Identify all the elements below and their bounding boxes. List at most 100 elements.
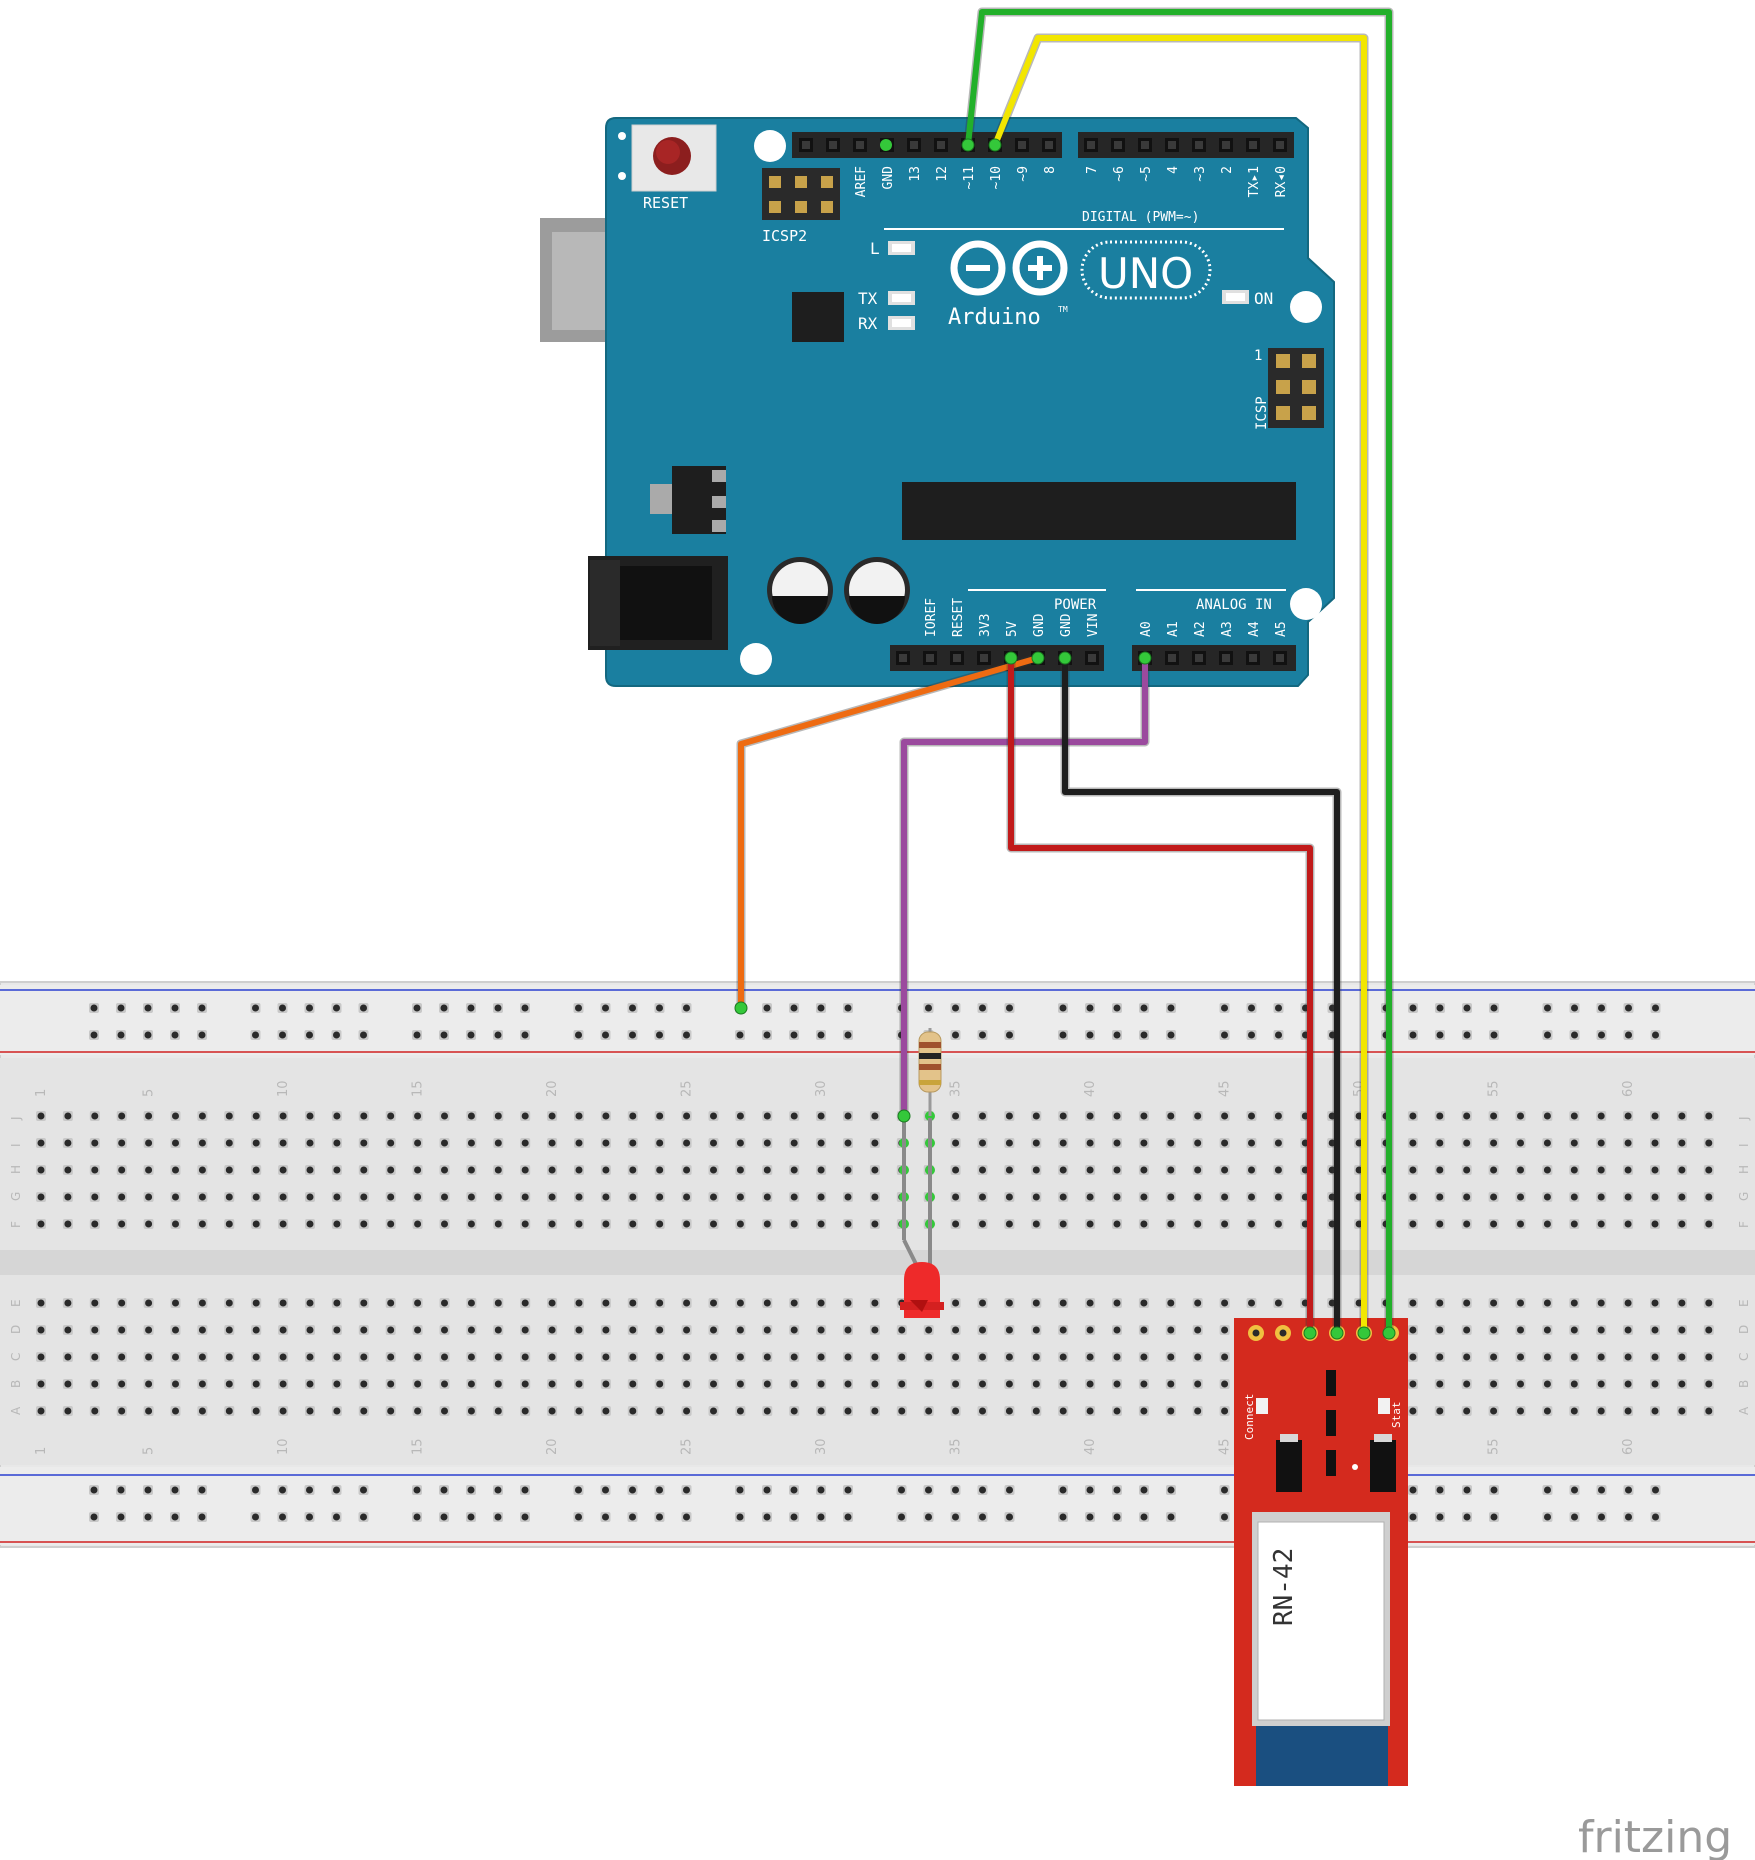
- power-rail-hole[interactable]: [735, 1030, 745, 1040]
- breadboard-hole[interactable]: [1085, 1111, 1096, 1121]
- breadboard-hole[interactable]: [412, 1138, 423, 1148]
- breadboard-hole[interactable]: [654, 1352, 665, 1362]
- breadboard-hole[interactable]: [1058, 1379, 1069, 1389]
- breadboard-hole[interactable]: [735, 1298, 746, 1308]
- breadboard-hole[interactable]: [762, 1298, 773, 1308]
- breadboard-hole[interactable]: [466, 1111, 477, 1121]
- breadboard-hole[interactable]: [62, 1352, 73, 1362]
- breadboard-hole[interactable]: [1138, 1298, 1149, 1308]
- breadboard-hole[interactable]: [1569, 1219, 1580, 1229]
- breadboard-hole[interactable]: [735, 1406, 746, 1416]
- breadboard-hole[interactable]: [574, 1138, 584, 1148]
- breadboard-hole[interactable]: [358, 1298, 369, 1308]
- breadboard-hole[interactable]: [816, 1138, 827, 1148]
- breadboard-hole[interactable]: [1703, 1325, 1714, 1335]
- breadboard-hole[interactable]: [1596, 1352, 1607, 1362]
- breadboard-hole[interactable]: [439, 1165, 450, 1175]
- header-pin[interactable]: [1219, 138, 1233, 152]
- breadboard-hole[interactable]: [143, 1192, 154, 1202]
- breadboard-hole[interactable]: [197, 1165, 208, 1175]
- breadboard-hole[interactable]: [439, 1138, 450, 1148]
- breadboard-hole[interactable]: [977, 1379, 988, 1389]
- power-rail-hole[interactable]: [950, 1485, 961, 1495]
- power-rail-hole[interactable]: [1462, 1030, 1472, 1040]
- breadboard-hole[interactable]: [1219, 1111, 1230, 1121]
- power-rail-hole[interactable]: [520, 1003, 530, 1013]
- breadboard-hole[interactable]: [278, 1352, 289, 1362]
- breadboard-hole[interactable]: [1219, 1219, 1230, 1229]
- breadboard-hole[interactable]: [493, 1352, 504, 1362]
- power-rail-hole[interactable]: [681, 1003, 692, 1013]
- power-rail-hole[interactable]: [358, 1030, 369, 1040]
- breadboard-hole[interactable]: [1192, 1325, 1203, 1335]
- breadboard-hole[interactable]: [1004, 1138, 1015, 1148]
- power-rail-hole[interactable]: [520, 1030, 530, 1040]
- power-rail-hole[interactable]: [89, 1003, 99, 1013]
- breadboard-hole[interactable]: [1461, 1111, 1472, 1121]
- power-rail-hole[interactable]: [1569, 1030, 1580, 1040]
- header-pin[interactable]: [1165, 651, 1179, 665]
- breadboard-hole[interactable]: [654, 1325, 665, 1335]
- breadboard-hole[interactable]: [143, 1325, 154, 1335]
- breadboard-hole[interactable]: [1031, 1298, 1042, 1308]
- breadboard-hole[interactable]: [869, 1219, 880, 1229]
- breadboard-hole[interactable]: [1219, 1298, 1230, 1308]
- breadboard-hole[interactable]: [600, 1165, 611, 1175]
- power-rail-hole[interactable]: [1542, 1030, 1553, 1040]
- breadboard-hole[interactable]: [843, 1379, 853, 1389]
- breadboard-hole[interactable]: [1004, 1352, 1015, 1362]
- breadboard-hole[interactable]: [36, 1325, 46, 1335]
- breadboard-hole[interactable]: [1031, 1111, 1042, 1121]
- breadboard-hole[interactable]: [1058, 1219, 1069, 1229]
- breadboard-hole[interactable]: [1542, 1192, 1553, 1202]
- power-rail-hole[interactable]: [1112, 1030, 1122, 1040]
- power-rail-hole[interactable]: [1462, 1003, 1472, 1013]
- power-rail-hole[interactable]: [1085, 1512, 1095, 1522]
- breadboard-hole[interactable]: [1246, 1219, 1257, 1229]
- breadboard-hole[interactable]: [1058, 1192, 1069, 1202]
- breadboard-hole[interactable]: [1488, 1406, 1499, 1416]
- breadboard-hole[interactable]: [1112, 1165, 1122, 1175]
- breadboard-hole[interactable]: [493, 1192, 504, 1202]
- breadboard-hole[interactable]: [681, 1352, 692, 1362]
- breadboard-hole[interactable]: [1515, 1298, 1526, 1308]
- power-rail-hole[interactable]: [466, 1485, 476, 1495]
- power-rail-hole[interactable]: [197, 1003, 207, 1013]
- power-rail-hole[interactable]: [950, 1512, 961, 1522]
- breadboard-hole[interactable]: [1676, 1379, 1687, 1389]
- breadboard-hole[interactable]: [627, 1219, 638, 1229]
- breadboard-hole[interactable]: [708, 1138, 719, 1148]
- breadboard-hole[interactable]: [1596, 1111, 1607, 1121]
- power-rail-hole[interactable]: [1596, 1003, 1607, 1013]
- power-rail-hole[interactable]: [250, 1512, 261, 1522]
- power-rail-hole[interactable]: [1085, 1003, 1095, 1013]
- breadboard-hole[interactable]: [62, 1298, 73, 1308]
- breadboard-hole[interactable]: [547, 1406, 558, 1416]
- power-rail-hole[interactable]: [277, 1485, 288, 1495]
- breadboard-hole[interactable]: [331, 1352, 342, 1362]
- breadboard-hole[interactable]: [600, 1352, 611, 1362]
- breadboard-hole[interactable]: [547, 1219, 558, 1229]
- breadboard-hole[interactable]: [1165, 1325, 1176, 1335]
- power-rail-hole[interactable]: [923, 1485, 934, 1495]
- breadboard-hole[interactable]: [1461, 1352, 1472, 1362]
- breadboard-hole[interactable]: [466, 1298, 477, 1308]
- power-rail-hole[interactable]: [331, 1003, 342, 1013]
- breadboard-hole[interactable]: [1407, 1298, 1418, 1308]
- breadboard-hole[interactable]: [547, 1298, 558, 1308]
- breadboard-hole[interactable]: [1058, 1325, 1069, 1335]
- breadboard-hole[interactable]: [89, 1138, 100, 1148]
- breadboard-hole[interactable]: [708, 1165, 719, 1175]
- breadboard-hole[interactable]: [789, 1219, 800, 1229]
- power-rail-hole[interactable]: [977, 1485, 988, 1495]
- breadboard-hole[interactable]: [466, 1379, 477, 1389]
- power-rail-hole[interactable]: [116, 1003, 126, 1013]
- breadboard-hole[interactable]: [1112, 1219, 1122, 1229]
- breadboard-hole[interactable]: [331, 1298, 342, 1308]
- breadboard-hole[interactable]: [224, 1165, 235, 1175]
- breadboard-hole[interactable]: [89, 1192, 100, 1202]
- breadboard-hole[interactable]: [385, 1192, 396, 1202]
- power-rail-hole[interactable]: [1166, 1030, 1176, 1040]
- breadboard-hole[interactable]: [1031, 1379, 1042, 1389]
- power-rail-hole[interactable]: [573, 1485, 584, 1495]
